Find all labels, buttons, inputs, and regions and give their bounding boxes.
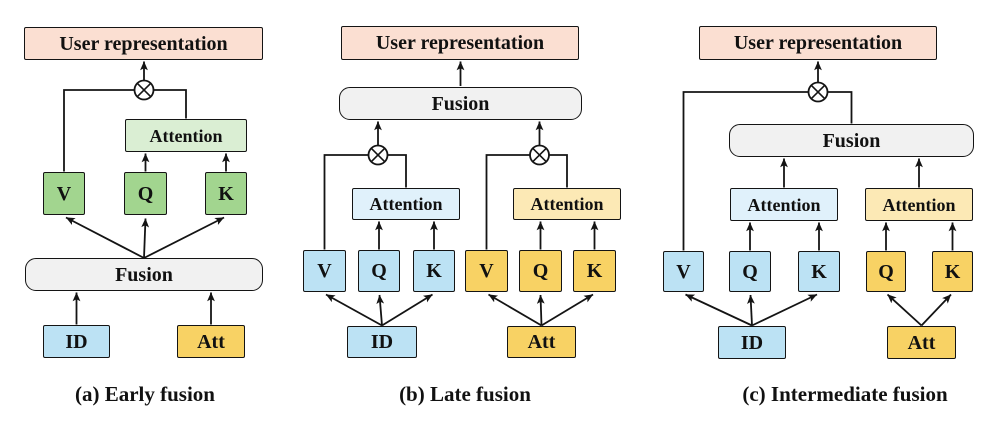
wire-a-fusion-to-v (65, 216, 145, 259)
panel-c-id-k-box: K (798, 251, 840, 292)
wire-c-fusion-to-otimes (828, 91, 853, 124)
panel-b-attention-att-box: Attention (513, 188, 621, 220)
wire-b-attention-id-to-otimes (388, 154, 407, 188)
panel-b-att-k-box: K (573, 250, 616, 292)
wire-a-fusion-to-q (141, 218, 150, 259)
panel-a-v-box: V (43, 172, 85, 215)
panel-b-id-v-box: V (303, 250, 346, 292)
panel-a-id-box: ID (43, 325, 110, 358)
panel-b-id-box: ID (347, 326, 417, 358)
panel-a-q-box: Q (124, 172, 167, 215)
wire-b-att-to-q (536, 294, 545, 326)
panel-b-id-k-box: K (413, 250, 455, 292)
wire-b-id-to-v (325, 293, 383, 327)
panel-c-attention-id-box: Attention (730, 188, 838, 221)
panel-a-k-box: K (205, 172, 247, 215)
wire-b-att-to-k (541, 293, 594, 327)
wire-c-id-to-v (685, 293, 753, 327)
wire-b-attention-att-to-otimes (549, 154, 568, 188)
panel-c-user-representation-box: User representation (699, 26, 937, 60)
panel-c-id-box: ID (718, 326, 786, 359)
panel-a-caption: (a) Early fusion (74, 382, 215, 406)
panel-b-caption: (b) Late fusion (399, 382, 531, 406)
otimes-icon (529, 144, 550, 166)
wire-c-att-to-q (886, 293, 923, 327)
panel-c-id-v-box: V (663, 251, 704, 292)
wire-b-att-to-v (488, 293, 542, 327)
wires-panel-c (682, 61, 957, 327)
panel-b-user-representation-box: User representation (341, 26, 579, 60)
panel-c-att-k-box: K (932, 251, 973, 292)
panel-b-id-q-box: Q (358, 250, 400, 292)
panel-b-att-v-box: V (465, 250, 508, 292)
otimes-icon (367, 144, 389, 166)
otimes-icon (133, 79, 155, 101)
panel-a-user-representation-box: User representation (24, 27, 263, 60)
wires-panel-a (63, 61, 230, 325)
wire-b-id-to-k (381, 293, 433, 327)
panel-b-att-box: Att (507, 326, 576, 358)
panel-c-att-q-box: Q (866, 251, 906, 292)
panel-c-attention-att-box: Attention (865, 188, 973, 221)
panel-c-id-q-box: Q (729, 251, 771, 292)
panel-b-attention-id-box: Attention (352, 188, 460, 220)
panel-a-attention-box: Attention (125, 119, 247, 152)
wire-a-attention-to-otimes (154, 89, 187, 119)
wire-a-fusion-to-k (143, 216, 225, 259)
panel-a-fusion-box: Fusion (25, 258, 263, 291)
wire-c-att-to-k (920, 293, 952, 327)
otimes-icon (807, 81, 829, 103)
panel-b-att-q-box: Q (519, 250, 562, 292)
wire-c-v-to-otimes (682, 91, 808, 251)
wire-b-id-to-q (376, 294, 385, 326)
wires-panel-b (323, 61, 599, 327)
wire-c-id-to-q (747, 294, 755, 326)
wire-b-id-v-to-otimes (323, 154, 368, 250)
panel-c-caption: (c) Intermediate fusion (742, 382, 948, 406)
panel-a-att-box: Att (177, 325, 245, 358)
wire-b-att-v-to-otimes (485, 154, 530, 250)
panel-c-att-box: Att (887, 326, 956, 359)
wire-c-id-to-k (751, 293, 818, 327)
panel-c-fusion-box: Fusion (729, 124, 974, 157)
panel-b-fusion-box: Fusion (339, 87, 582, 120)
wire-a-v-to-otimes (63, 89, 134, 172)
